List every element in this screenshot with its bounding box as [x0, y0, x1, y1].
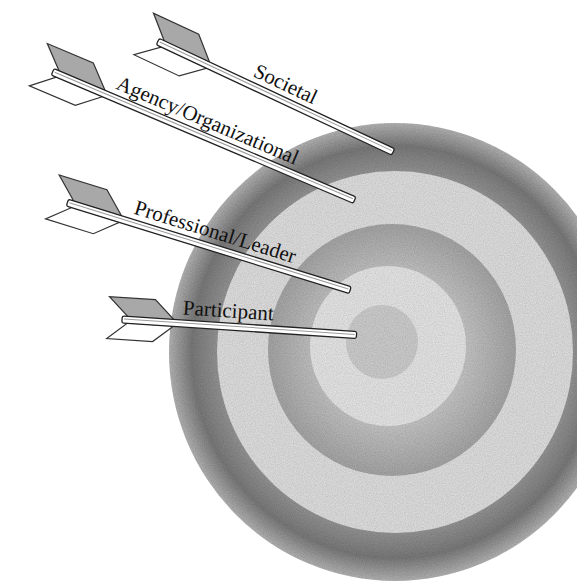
light-ring: [217, 171, 573, 533]
arrow-figure: [107, 297, 358, 355]
arrow-figure: [29, 44, 364, 221]
inner-ring: [310, 266, 466, 426]
target-rings: [169, 123, 577, 581]
bullseye: [346, 305, 418, 379]
outer-ring: [169, 123, 577, 581]
middle-ring: [268, 224, 516, 476]
arrow-label: Professional/Leader: [132, 196, 299, 267]
arrow-figure: [46, 175, 358, 311]
arrow-label: Societal: [250, 60, 321, 109]
arrow-label: Participant: [182, 297, 274, 325]
